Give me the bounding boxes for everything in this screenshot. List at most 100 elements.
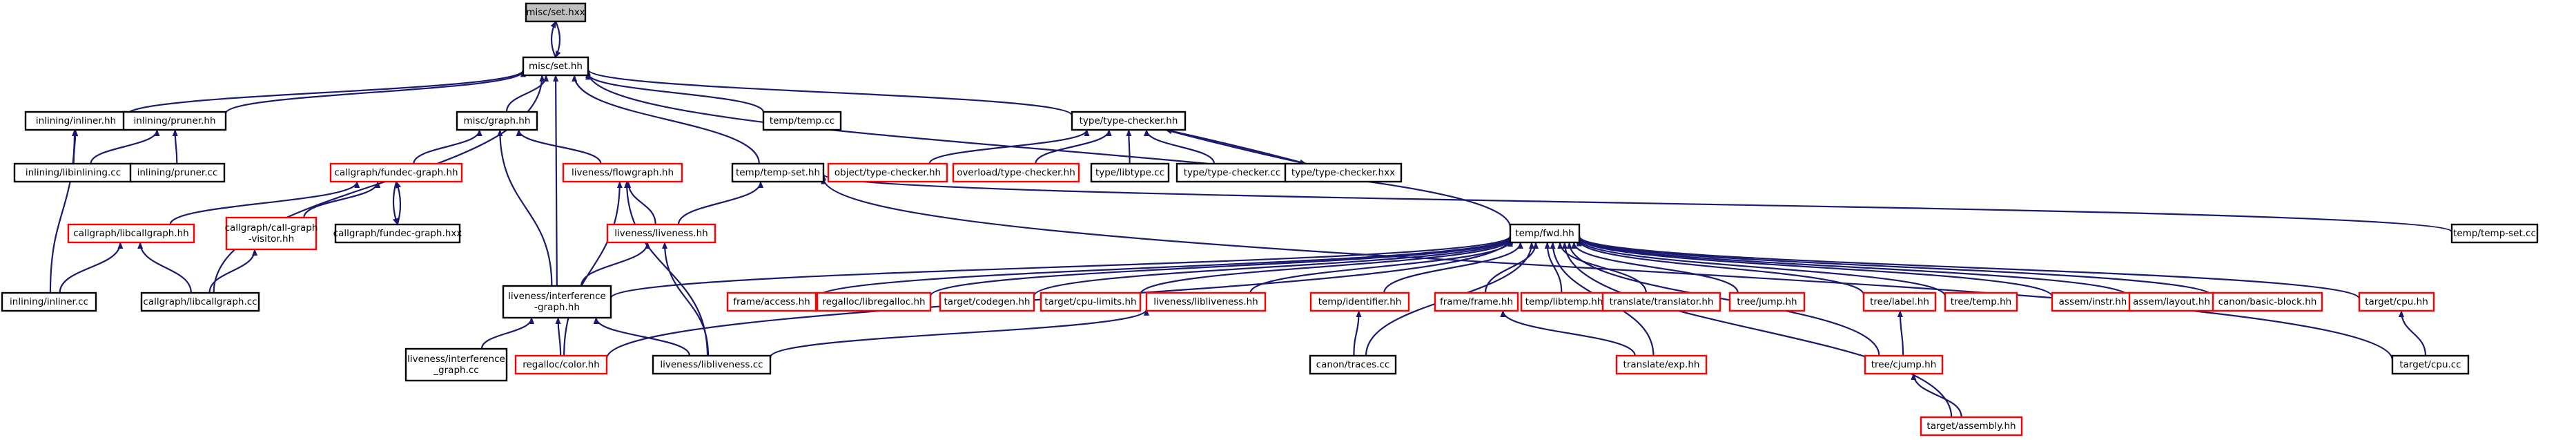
node-type-checker-cc[interactable]: type/type-checker.cc xyxy=(1175,162,1289,183)
include-edge-interference_graph_cc-to-interference_graph_hh xyxy=(480,317,535,350)
node-cpu-hh[interactable]: target/cpu.hh xyxy=(2358,291,2435,312)
include-edge-fundec_graph_hh-to-graph_hh xyxy=(413,129,482,164)
node-box xyxy=(329,162,463,183)
node-box xyxy=(1284,162,1403,183)
node-libinlining-cc[interactable]: inlining/libinlining.cc xyxy=(13,162,133,183)
node-cpu-limits-hh[interactable]: target/cpu-limits.hh xyxy=(1040,291,1142,312)
node-jump-hh[interactable]: tree/jump.hh xyxy=(1728,291,1806,312)
node-box xyxy=(1040,291,1142,312)
node-label: inlining/libinlining.cc xyxy=(26,167,121,178)
node-fundec-graph-hxx[interactable]: callgraph/fundec-graph.hxx xyxy=(333,223,462,244)
node-temp-set-cc[interactable]: temp/temp-set.cc xyxy=(2450,223,2539,244)
node-interference-graph-cc[interactable]: liveness/interference_graph.cc xyxy=(404,347,508,382)
node-label-hh[interactable]: tree/label.hh xyxy=(1862,291,1937,312)
node-set-hh[interactable]: misc/set.hh xyxy=(522,56,589,77)
node-cpu-cc[interactable]: target/cpu.cc xyxy=(2391,354,2470,375)
node-liveness-hh[interactable]: liveness/liveness.hh xyxy=(606,223,716,244)
node-libregalloc-hh[interactable]: regalloc/libregalloc.hh xyxy=(816,291,932,312)
node-flowgraph-hh[interactable]: liveness/flowgraph.hh xyxy=(562,162,683,183)
include-edge-liveness_hh-to-temp_set_hh xyxy=(677,181,763,225)
node-identifier-hh[interactable]: temp/identifier.hh xyxy=(1309,291,1410,312)
node-box xyxy=(762,111,842,131)
node-fwd-hh[interactable]: temp/fwd.hh xyxy=(1509,223,1581,244)
node-box xyxy=(2450,223,2539,244)
node-label: liveness/flowgraph.hh xyxy=(572,167,674,178)
node-set-hxx: misc/set.hxx xyxy=(525,2,587,23)
include-edge-inliner_hh-to-set_hh xyxy=(125,69,526,116)
node-instr-hh[interactable]: assem/instr.hh xyxy=(2051,291,2135,312)
node-graph-hh[interactable]: misc/graph.hh xyxy=(456,111,538,131)
node-box xyxy=(2128,291,2215,312)
node-box xyxy=(404,347,508,382)
node-label: callgraph/libcallgraph.cc xyxy=(143,296,257,307)
dependency-edges xyxy=(49,21,2453,418)
include-edge-translator_hh-to-fwd_hh xyxy=(1557,242,1647,294)
node-type-checker-hh[interactable]: type/type-checker.hh xyxy=(1071,111,1187,131)
node-type-checker-hxx[interactable]: type/type-checker.hxx xyxy=(1284,162,1403,183)
include-edge-inliner_cc-to-libcallgraph_hh xyxy=(59,242,124,294)
node-box xyxy=(1434,291,1519,312)
node-access-hh[interactable]: frame/access.hh xyxy=(726,291,817,312)
node-label: tree/label.hh xyxy=(1870,296,1929,307)
node-inliner-cc[interactable]: inlining/inliner.cc xyxy=(1,291,97,312)
node-label: object/type-checker.hh xyxy=(835,167,941,178)
node-temp-set-hh[interactable]: temp/temp-set.hh xyxy=(731,162,825,183)
node-libcallgraph-cc[interactable]: callgraph/libcallgraph.cc xyxy=(140,291,260,312)
node-label: temp/libtemp.hh xyxy=(1525,296,1603,307)
node-layout-hh[interactable]: assem/layout.hh xyxy=(2128,291,2215,312)
node-label: tree/temp.hh xyxy=(1951,296,2011,307)
node-libliveness-cc[interactable]: liveness/libliveness.cc xyxy=(652,354,772,375)
node-inliner-hh[interactable]: inlining/inliner.hh xyxy=(24,111,128,131)
node-fundec-graph-hh[interactable]: callgraph/fundec-graph.hh xyxy=(329,162,463,183)
node-label: inlining/inliner.hh xyxy=(36,115,116,126)
node-label: _graph.cc xyxy=(433,365,478,376)
node-box xyxy=(2051,291,2135,312)
include-edge-pruner_cc-to-pruner_hh xyxy=(172,129,178,164)
node-pruner-cc[interactable]: inlining/pruner.cc xyxy=(129,162,226,183)
include-edge-cjump_hh-to-label_hh xyxy=(1897,310,1904,356)
node-label: regalloc/libregalloc.hh xyxy=(822,296,925,307)
file-nodes: misc/set.hxx misc/set.hh inlining/inliner.… xyxy=(1,2,2539,437)
node-temp-cc[interactable]: temp/temp.cc xyxy=(762,111,842,131)
include-edge-interference_graph_hh-to-fwd_hh xyxy=(609,235,1513,299)
node-label: frame/access.hh xyxy=(733,296,810,307)
node-tree-temp-hh[interactable]: tree/temp.hh xyxy=(1944,291,2018,312)
node-box xyxy=(1509,223,1581,244)
node-exp-hh[interactable]: translate/exp.hh xyxy=(1615,354,1708,375)
node-libcallgraph-hh[interactable]: callgraph/libcallgraph.hh xyxy=(67,223,195,244)
node-frame-hh[interactable]: frame/frame.hh xyxy=(1434,291,1519,312)
node-color-hh[interactable]: regalloc/color.hh xyxy=(514,354,608,375)
node-label: liveness/interference xyxy=(508,291,606,302)
node-assembly-hh[interactable]: target/assembly.hh xyxy=(1920,416,2023,437)
node-cjump-hh[interactable]: tree/cjump.hh xyxy=(1864,354,1944,375)
node-label: assem/layout.hh xyxy=(2133,296,2210,307)
include-edge-overload_type_checker_hh-to-type_checker_hh xyxy=(1035,129,1112,164)
node-label: type/type-checker.cc xyxy=(1184,167,1281,178)
node-libtemp-hh[interactable]: temp/libtemp.hh xyxy=(1520,291,1608,312)
node-label: target/cpu.cc xyxy=(2399,359,2461,370)
node-box xyxy=(731,162,825,183)
include-edge-libtemp_hh-to-fwd_hh xyxy=(1544,242,1563,294)
node-call-graph-visitor-hh[interactable]: callgraph/call-graph-visitor.hh xyxy=(225,216,318,251)
node-box xyxy=(334,223,461,244)
node-overload-type-checker-hh[interactable]: overload/type-checker.hh xyxy=(952,162,1080,183)
node-codegen-hh[interactable]: target/codegen.hh xyxy=(939,291,1035,312)
include-edge-access_hh-to-fwd_hh xyxy=(814,236,1513,298)
node-libliveness-hh[interactable]: liveness/libliveness.hh xyxy=(1145,291,1267,312)
node-basic-block-hh[interactable]: canon/basic-block.hh xyxy=(2212,291,2323,312)
node-interference-graph-hh[interactable]: liveness/interference-graph.hh xyxy=(502,285,612,319)
node-translator-hh[interactable]: translate/translator.hh xyxy=(1601,291,1721,312)
node-traces-cc[interactable]: canon/traces.cc xyxy=(1309,354,1397,375)
node-box xyxy=(1520,291,1608,312)
include-edge-libcallgraph_hh-to-fundec_graph_hh xyxy=(169,181,360,225)
node-label: inlining/pruner.cc xyxy=(137,167,218,178)
include-edge-pruner_hh-to-set_hh xyxy=(224,70,526,114)
node-object-type-checker-hh[interactable]: object/type-checker.hh xyxy=(827,162,948,183)
node-box xyxy=(122,111,227,131)
include-edge-temp_cc-to-set_hh xyxy=(585,73,765,113)
node-pruner-hh[interactable]: inlining/pruner.hh xyxy=(122,111,227,131)
include-edge-type_checker_hh-to-set_hh xyxy=(585,68,1073,116)
node-libtype-cc[interactable]: type/libtype.cc xyxy=(1090,162,1170,183)
node-box xyxy=(1728,291,1806,312)
include-edge-object_type_checker_hh-to-type_checker_hh xyxy=(928,129,1090,164)
